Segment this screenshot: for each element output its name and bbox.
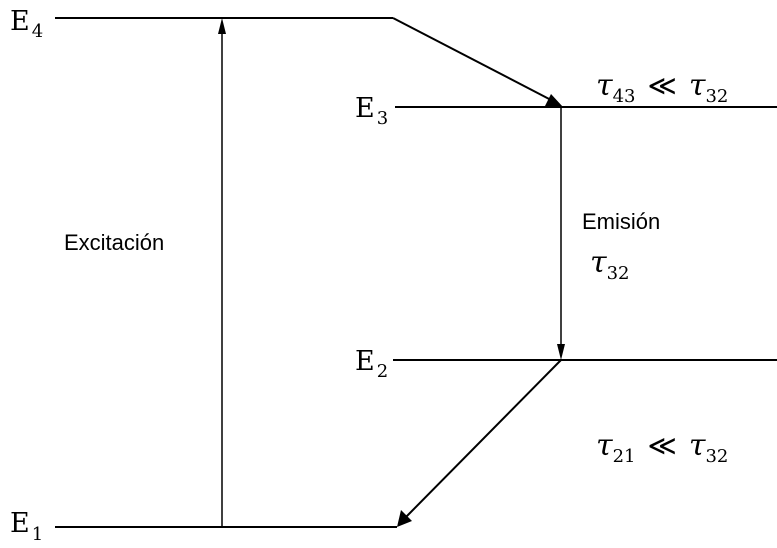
transition-e2-e1 — [404, 359, 562, 519]
transition-e2-e1-arrowhead — [397, 510, 412, 527]
emission-label: Emisión — [582, 209, 660, 234]
excitation-arrowhead — [218, 18, 226, 34]
emission-arrowhead — [557, 344, 565, 360]
tau21-relation: τ21≪τ32 — [596, 428, 728, 467]
transition-e4-e3-arrowhead — [545, 94, 563, 107]
transition-e4-e3 — [392, 17, 554, 102]
excitation-label: Excitación — [64, 230, 164, 255]
tau32-label: τ32 — [590, 245, 630, 284]
tau43-relation: τ43≪τ32 — [596, 68, 728, 107]
